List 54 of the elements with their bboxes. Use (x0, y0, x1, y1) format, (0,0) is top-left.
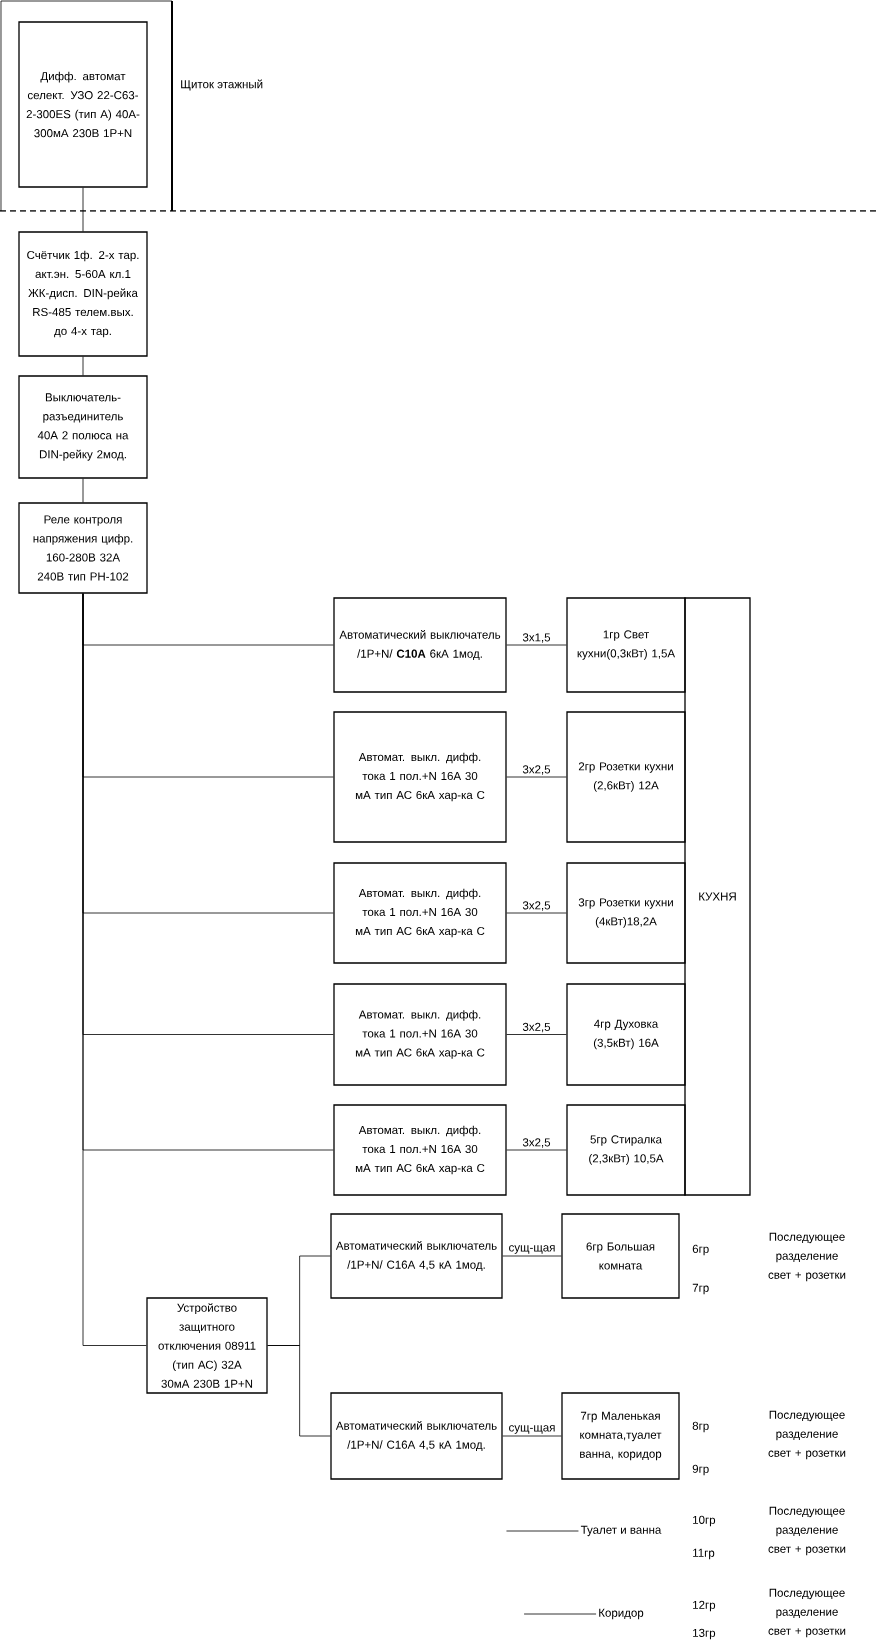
note-text: Последующее разделение свет + розетки (768, 1232, 846, 1282)
device-box: Реле контроля напряжения цифр. 160-280В 32А 240В тип РН-102 (18, 502, 148, 594)
device-box: Автомат. выкл. дифф. тока 1 пол.+N 16А 30 мА тип АС 6кА хар-ка С (333, 983, 507, 1086)
connector-line (506, 776, 567, 778)
connector-line (506, 644, 567, 646)
wire-label: сущ-щая (507, 1244, 557, 1255)
device-box: КУХНЯ (684, 597, 751, 1196)
connector-line (506, 1530, 579, 1532)
device-box: 5гр Стиралка (2,3кВт) 10,5А (566, 1104, 686, 1196)
note-text: Последующее разделение свет + розетки (768, 1410, 846, 1460)
connector-line (82, 593, 147, 1346)
device-box: Автомат. выкл. дифф. тока 1 пол.+N 16А 30 мА тип АС 6кА хар-ка С (333, 711, 507, 843)
device-box: 1гр Свет кухни(0,3кВт) 1,5А (566, 597, 686, 693)
group-number: 8гр (692, 1421, 709, 1433)
device-box: 6гр Большая комната (561, 1213, 680, 1299)
connector-line (82, 356, 84, 376)
group-number: 11гр (693, 1548, 715, 1560)
device-box: Автомат. выкл. дифф. тока 1 пол.+N 16А 30 мА тип АС 6кА хар-ка С (333, 1104, 507, 1196)
wire-label: 3х2,5 (521, 900, 552, 912)
note-text: Последующее разделение свет + розетки (768, 1506, 846, 1556)
device-box: 4гр Духовка (3,5кВт) 16А (566, 983, 686, 1086)
device-box: 2гр Розетки кухни (2,6кВт) 12А (566, 711, 686, 843)
connector-line (502, 1435, 562, 1437)
wire-label: 3х1,5 (521, 632, 552, 644)
connector-line (502, 1255, 562, 1257)
device-box: Автомат. выкл. дифф. тока 1 пол.+N 16А 30 мА тип АС 6кА хар-ка С (333, 862, 507, 964)
group-number: 9гр (692, 1464, 709, 1476)
device-box: Автоматический выключатель /1P+N/ C10A 6кА 1мод. (333, 597, 507, 693)
connector-line (523, 1613, 597, 1615)
device-box: 3гр Розетки кухни (4кВт)18,2А (566, 862, 686, 964)
device-box: Устройство защитного отключения 08911 (тип АС) 32А 30мА 230В 1P+N (146, 1297, 268, 1394)
group-number: 12гр (693, 1600, 716, 1612)
connector-line (82, 478, 84, 503)
wire-label: 3х2,5 (521, 1137, 552, 1149)
connector-line (267, 1345, 331, 1437)
group-label: Коридор (599, 1608, 644, 1620)
connector-line (506, 1034, 567, 1035)
note-text: Последующее разделение свет + розетки (768, 1588, 846, 1638)
group-number: 13гр (693, 1628, 716, 1640)
device-box: 7гр Маленькая комната,туалет ванна, коридор (561, 1392, 680, 1480)
group-number: 7гр (692, 1283, 709, 1295)
device-box: Автоматический выключатель /1P+N/ C16A 4,5 кА 1мод. (330, 1213, 503, 1299)
device-box: Автоматический выключатель /1P+N/ C16A 4,5 кА 1мод. (330, 1392, 503, 1480)
device-box: Выключатель-разъединитель 40А 2 полюса на DIN-рейку 2мод. (18, 375, 148, 479)
connector-line (82, 187, 84, 232)
wire-label: 3х2,5 (521, 764, 552, 776)
device-box: Счётчик 1ф. 2-х тар. акт.эн. 5-60А кл.1 ЖК-дисп. DIN-рейка RS-485 телем.вых. до 4-х тар. (18, 231, 148, 357)
connector-line (506, 912, 567, 914)
wire-label: сущ-щая (507, 1424, 557, 1435)
group-number: 6гр (692, 1244, 709, 1256)
connector-line (506, 1149, 567, 1151)
device-box: Дифф. автомат селект. УЗО 22-С63-2-300ES (тип А) 40А-300мА 230В 1P+N (18, 21, 148, 188)
group-number: 10гр (693, 1515, 716, 1527)
group-label: Туалет и ванна (580, 1525, 662, 1537)
